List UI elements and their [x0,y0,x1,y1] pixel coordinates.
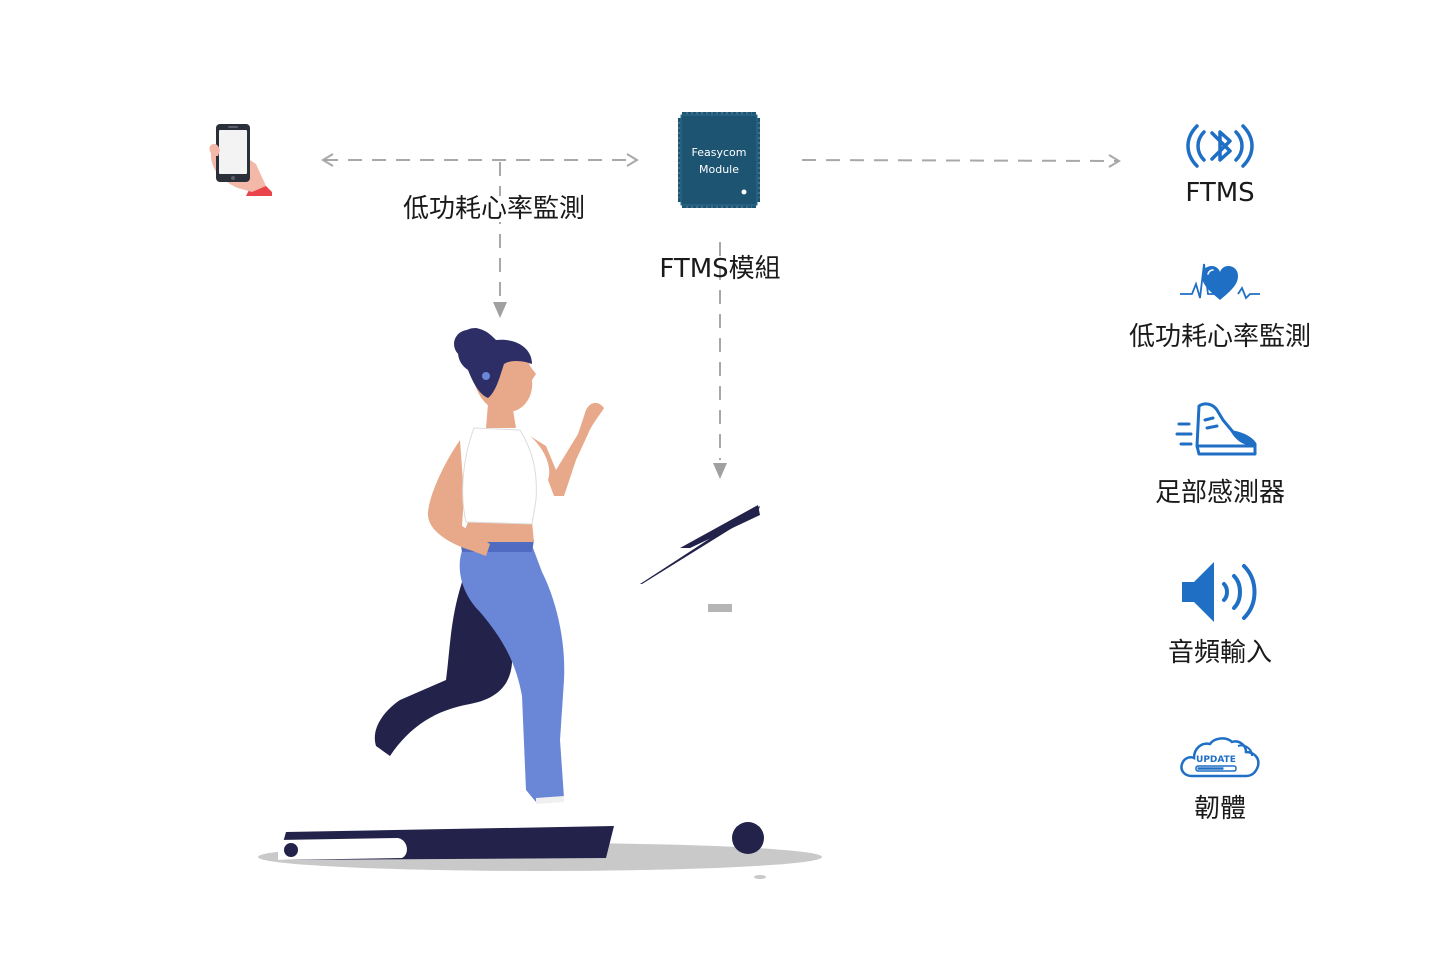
treadmill-console [640,505,760,612]
running-shoe-icon [1175,402,1257,456]
feature-heart-rate-label: 低功耗心率監測 [1128,322,1311,352]
front-arm [530,402,604,496]
hr-down-arrowhead [493,302,507,318]
front-leg [459,540,565,802]
back-leg [374,582,513,756]
update-badge-text: UPDATE [1196,755,1236,765]
module-label: Feasycom Module [678,144,760,178]
cloud-update-icon: UPDATE [1180,737,1260,778]
feature-firmware-label: 韌體 [1193,794,1246,824]
speaker-icon [1182,562,1257,622]
smartphone-icon [209,124,272,196]
feature-ftms: FTMS [1120,118,1320,206]
feature-heart-rate: 低功耗心率監測 [1120,260,1320,350]
ftms-module-label: FTMS模組 [659,254,781,284]
runner-head [454,328,536,413]
module-label-line1: Feasycom [691,146,747,159]
module-down-arrowhead [713,463,727,479]
module-chip-graphic [678,112,760,208]
module-label-line2: Module [699,163,739,176]
feature-firmware: UPDATE 韌體 [1120,736,1320,822]
back-arm [427,440,490,556]
heart-rate-icon [1180,263,1260,300]
tank-top [462,427,537,525]
runner-treadmill-illustration [258,328,822,879]
feasycom-module-chip: Feasycom Module [678,112,760,208]
feature-foot-sensor-label: 足部感測器 [1154,478,1285,508]
feature-ftms-label: FTMS [1185,178,1255,208]
treadmill-deck [278,822,764,860]
module-features-arrow [801,154,1121,168]
hr-monitor-label: 低功耗心率監測 [396,196,592,222]
feature-audio-input-label: 音頻輸入 [1167,638,1272,668]
bluetooth-icon [1186,124,1254,168]
feature-audio-input: 音頻輸入 [1120,558,1320,666]
feature-foot-sensor: 足部感測器 [1120,398,1320,506]
